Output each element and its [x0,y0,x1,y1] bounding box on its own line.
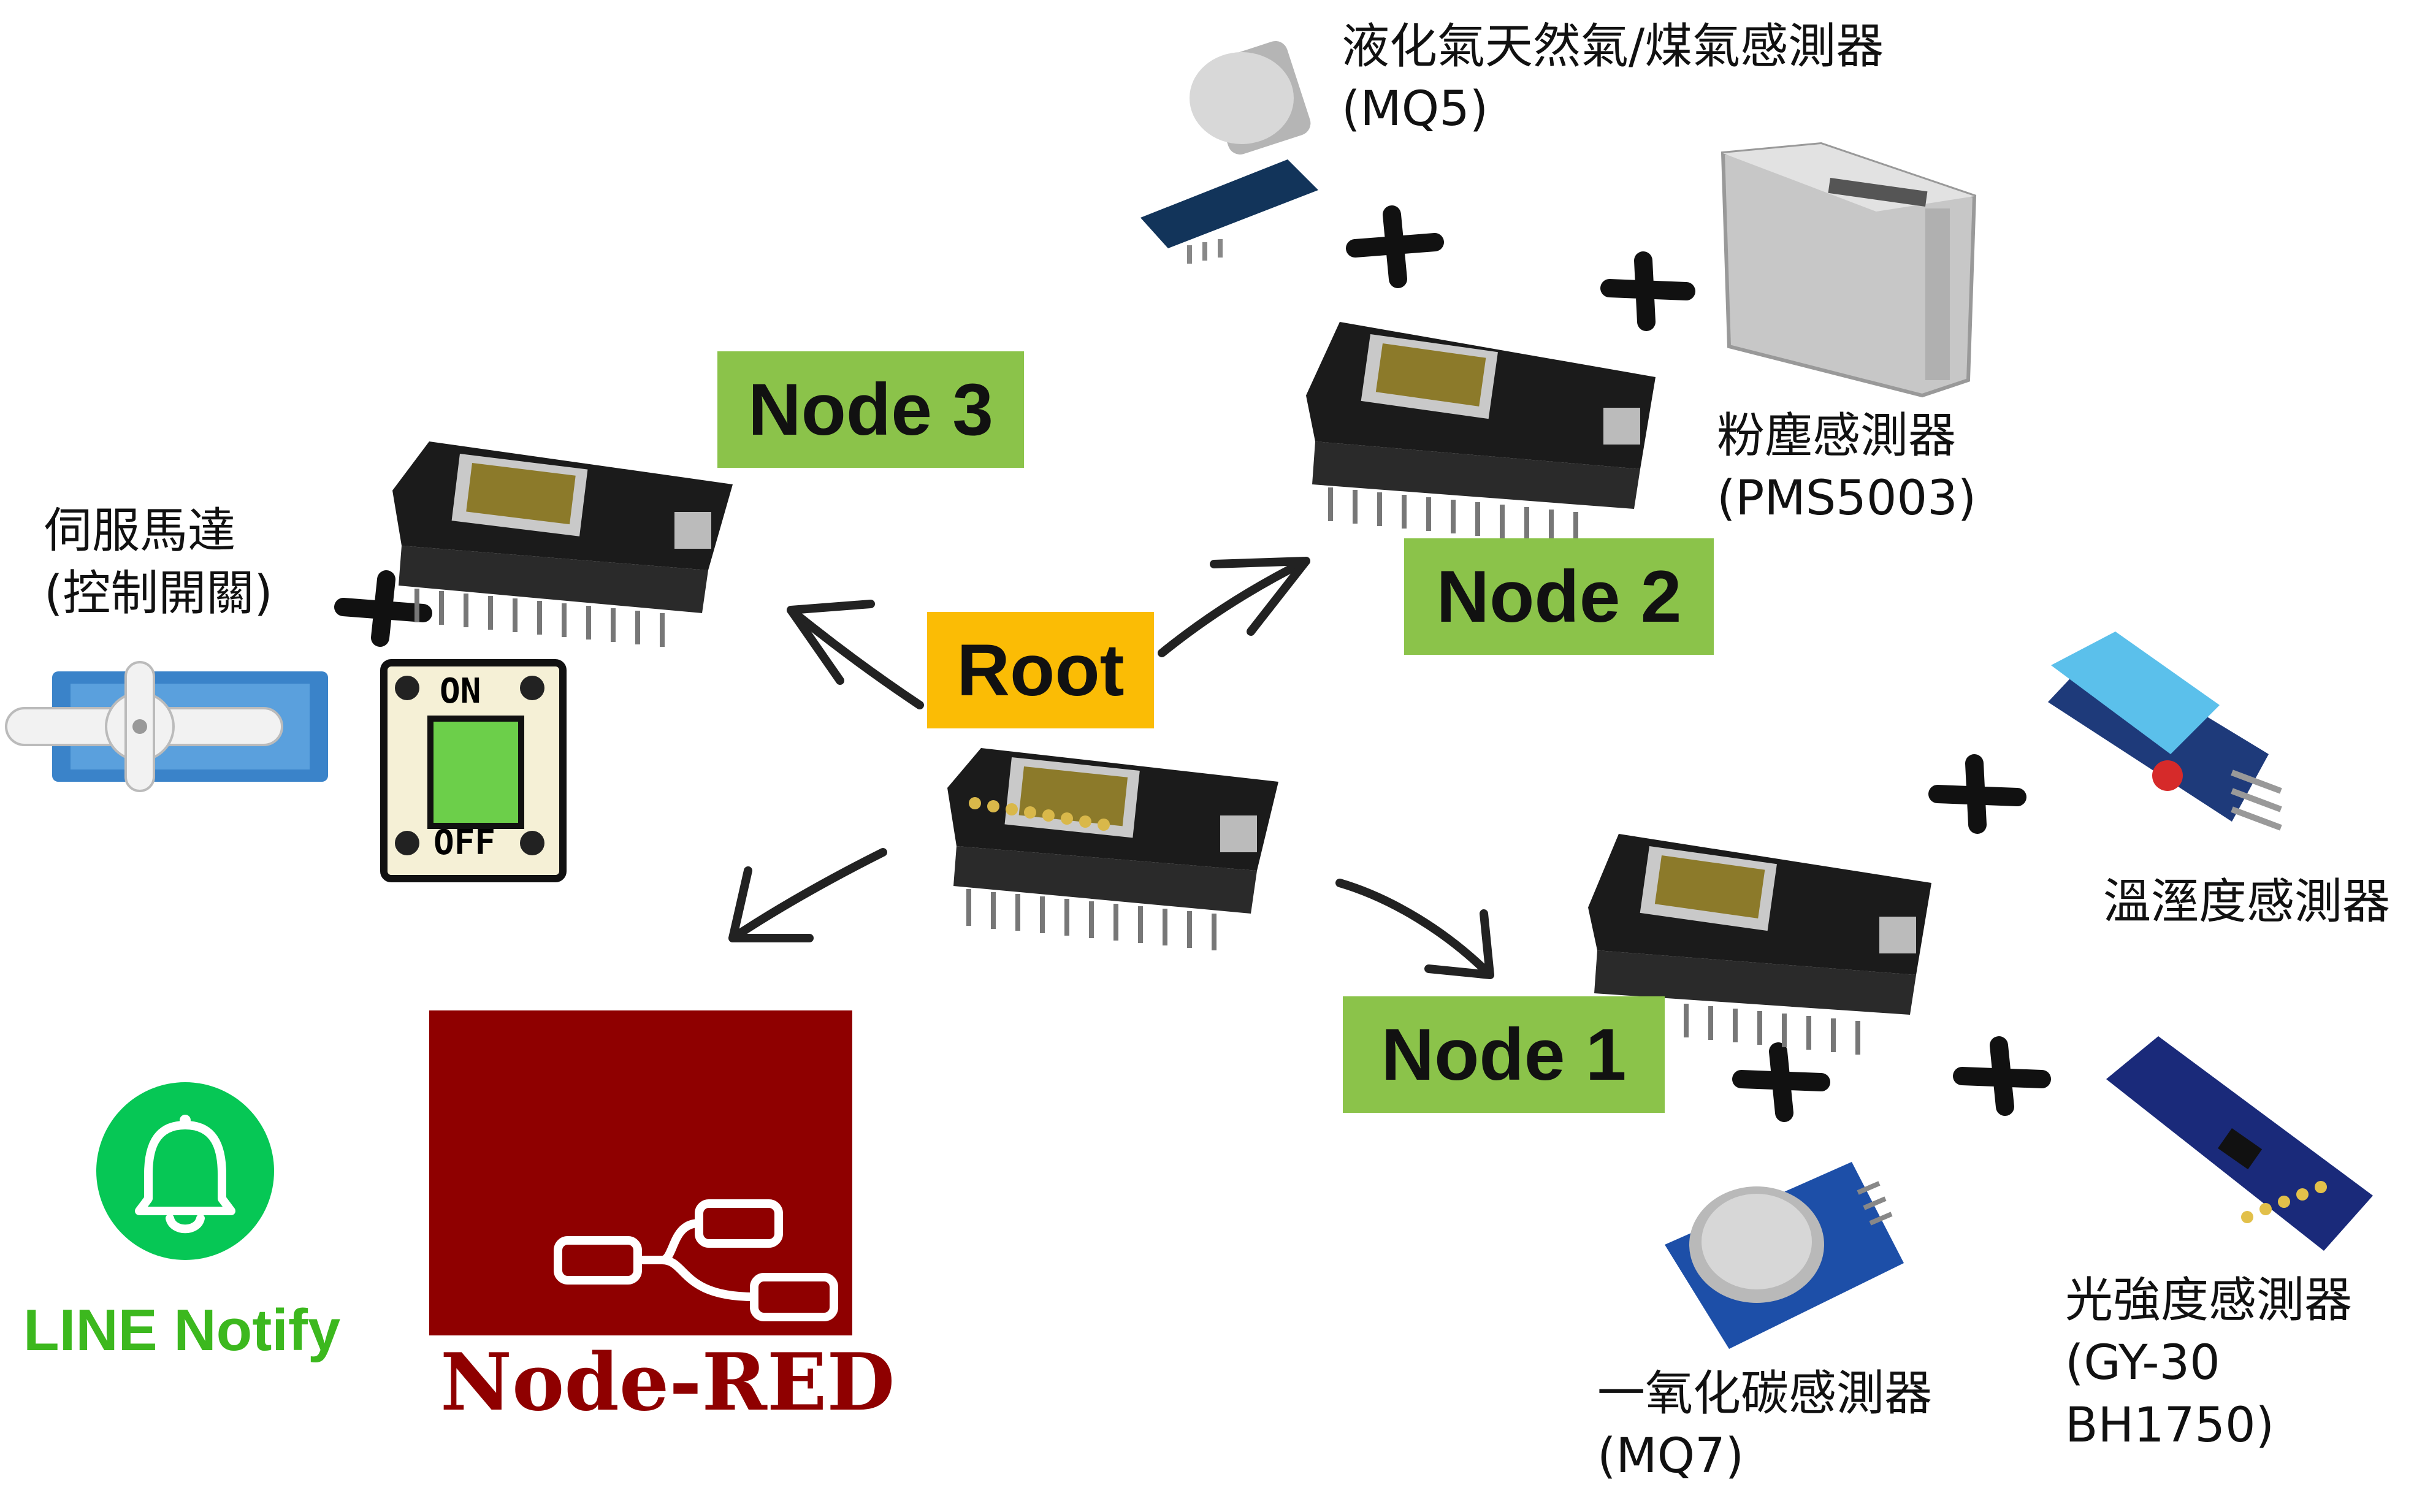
node3-label: Node 3 [717,351,1024,468]
board-node2 [1306,322,1656,546]
board-root [947,748,1278,950]
temp-humidity-caption: 溫溼度感測器 [2103,871,2390,933]
node-red-logo [429,1010,852,1335]
node2-label: Node 2 [1404,538,1714,655]
temp-humidity-title: 溫溼度感測器 [2103,874,2391,930]
bell-icon [135,1115,235,1234]
plus-icon [1600,251,1695,331]
line-notify-text: LINE Notify [23,1297,341,1363]
pms5003-title: 粉塵感測器 [1717,408,1957,464]
on-off-switch: ON OFF [380,659,567,882]
screw-icon [520,831,544,855]
node-red-text: Node-RED [440,1337,895,1429]
toggle-lever [427,716,524,829]
arrow-root-to-node2 [1158,557,1310,657]
mq5-model: (MQ5) [1342,82,1489,137]
arrow-root-to-nodered [728,848,887,942]
co-model: (MQ7) [1597,1429,1744,1484]
flow-icon [554,1199,838,1321]
mq5-caption: 液化氣天然氣/煤氣感測器 (MQ5) [1342,15,1884,140]
light-caption: 光強度感測器 (GY-30 BH1750) [2065,1269,2352,1457]
screw-icon [395,831,419,855]
arrow-root-to-node1 [1335,879,1494,979]
plus-icon [1732,1042,1830,1122]
line-notify-logo [96,1082,274,1260]
screw-icon [520,676,544,700]
screw-icon [395,676,419,700]
pms5003-caption: 粉塵感測器 (PMS5003) [1717,405,1976,530]
servo-subtitle: (控制開關) [44,566,273,621]
co-caption: 一氧化碳感測器 (MQ7) [1597,1362,1932,1487]
root-label: Root [927,612,1154,728]
servo-title: 伺服馬達 [44,503,236,559]
light-title: 光強度感測器 [2065,1273,2353,1328]
node1-label: Node 1 [1343,996,1665,1113]
plus-icon [1928,754,2026,834]
plus-icon [1346,205,1444,288]
light-model-line1: (GY-30 [2065,1335,2220,1391]
plus-icon [1953,1036,2051,1116]
switch-on-label: ON [440,671,481,711]
board-node3 [392,441,733,647]
light-model-line2: BH1750) [2065,1398,2275,1453]
switch-off-label: OFF [434,823,496,863]
co-title: 一氧化碳感測器 [1597,1366,1933,1421]
servo-caption: 伺服馬達 (控制開關) [44,500,273,625]
pms5003-model: (PMS5003) [1717,471,1977,526]
mq5-title: 液化氣天然氣/煤氣感測器 [1342,19,1884,74]
plus-icon [334,570,432,647]
arrow-root-to-node3 [787,600,924,709]
